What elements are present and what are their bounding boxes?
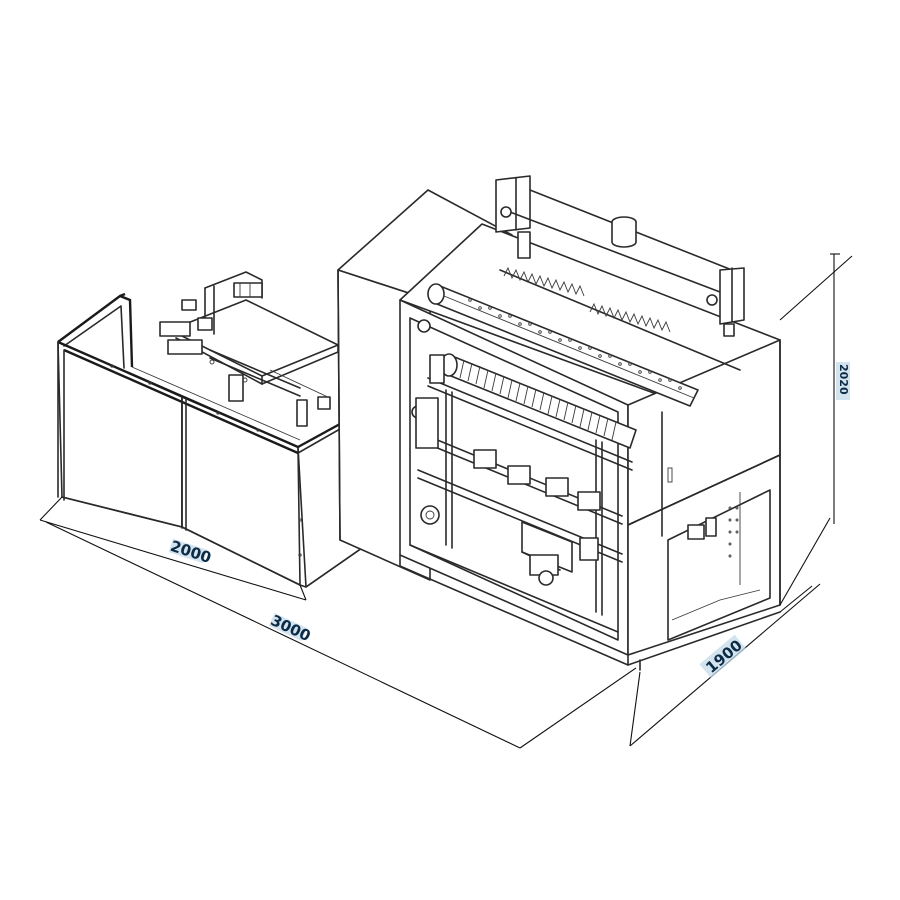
top-bracket-frame [495,175,745,337]
dimension-label-1900: 1900 [702,636,746,677]
dimension-label-3000: 3000 [268,611,313,645]
roller-assembly [409,266,741,633]
dimension-label-2000: 2000 [168,537,213,567]
dimension-label-2020: 2020 [837,364,850,395]
